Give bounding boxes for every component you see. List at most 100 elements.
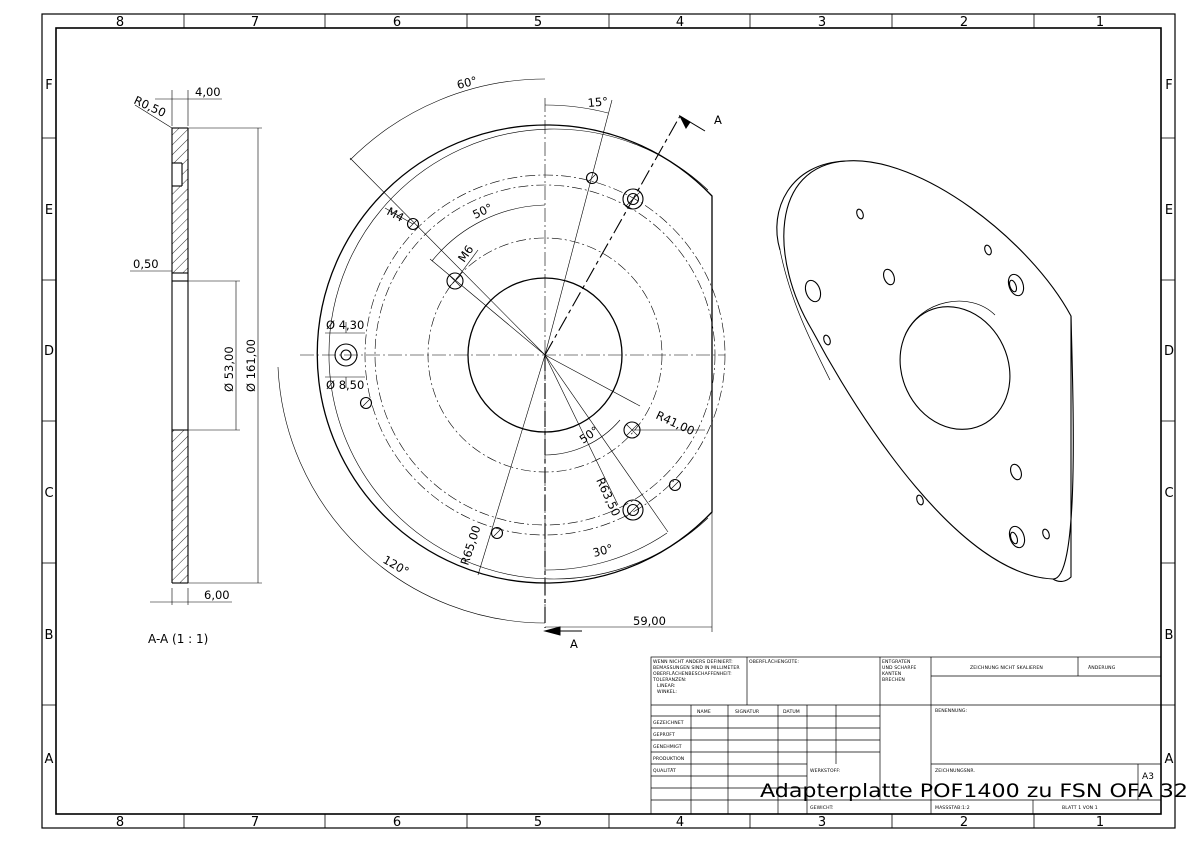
deburr-note: UND SCHARFE — [882, 665, 916, 671]
no-scale-note: ZEICHNUNG NICHT SKALIEREN — [970, 665, 1043, 671]
dim-angle-15: 15° — [587, 94, 609, 110]
scale-value: MASSSTAB:1:2 — [935, 805, 970, 811]
general-note: TOLERANZEN: — [652, 677, 687, 683]
zone-row-label: E — [45, 203, 53, 218]
drawing-title: Adapterplatte POF1400 zu FSN OFA 32 — [760, 780, 1188, 802]
zone-row-label: D — [1164, 344, 1174, 359]
general-note: OBERFLÄCHENBESCHAFFENHEIT: — [653, 670, 732, 677]
deburr-note: KANTEN — [882, 671, 901, 677]
zone-col-label: 4 — [676, 15, 684, 30]
zone-row-label: C — [1164, 486, 1173, 501]
front-view — [277, 78, 726, 636]
sheet-size: A3 — [1142, 772, 1154, 782]
dim-angle-50-top: 50° — [470, 200, 494, 221]
section-view-dimensions: R0,50 4,00 0,50 Ø 53,00 Ø 161,00 6,00 A-… — [132, 85, 258, 646]
zone-col-label: 3 — [818, 15, 826, 30]
surface-finish-label: OBERFLÄCHENGÜTE: — [749, 658, 799, 665]
zone-col-label: 5 — [534, 815, 542, 830]
dim-radius-41: R41,00 — [654, 408, 697, 438]
section-line — [544, 115, 681, 356]
col-date: DATUM — [783, 709, 800, 715]
hole-m4-lower-left — [359, 396, 373, 410]
title-block — [650, 656, 1162, 815]
plate-chamfer — [328, 128, 709, 580]
isometric-view — [776, 160, 1074, 582]
zone-row-label: B — [45, 628, 54, 643]
revision-label: ÄNDERUNG — [1088, 664, 1116, 671]
general-note: WINKEL: — [657, 689, 677, 695]
plate-outline — [316, 124, 713, 584]
zone-col-label: 1 — [1096, 15, 1104, 30]
row-quality: QUALITÄT — [653, 767, 676, 774]
iso-holes — [804, 208, 1050, 549]
hole-counterbore-left — [334, 343, 358, 367]
hole-m4-right — [668, 478, 682, 492]
dim-thread-m6: M6 — [455, 243, 476, 265]
dim-angle-60: 60° — [455, 73, 478, 92]
zone-col-label: 7 — [251, 15, 259, 30]
row-approved: GENEHMIGT — [653, 744, 682, 750]
zone-row-label: A — [1165, 752, 1174, 767]
designation-label: BENENNUNG: — [935, 708, 968, 714]
zone-col-label: 4 — [676, 815, 684, 830]
dim-outer-diameter: Ø 161,00 — [244, 339, 258, 392]
zone-col-label: 7 — [251, 815, 259, 830]
dim-hole-4-30: Ø 4,30 — [326, 318, 364, 332]
zone-col-label: 8 — [116, 15, 124, 30]
zone-row-label: F — [1165, 78, 1172, 93]
deburr-note: ENTGRATEN — [882, 659, 911, 665]
zone-col-label: 6 — [393, 15, 401, 30]
section-view-label: A-A (1 : 1) — [148, 632, 208, 646]
zone-row-label: C — [44, 486, 53, 501]
hole-m4-top — [585, 171, 599, 185]
zone-col-label: 5 — [534, 15, 542, 30]
dim-step: 0,50 — [133, 257, 159, 271]
col-signature: SIGNATUR — [735, 709, 760, 715]
general-note: BEMASSUNGEN SIND IN MILLIMETER — [653, 665, 740, 671]
dim-inner-diameter: Ø 53,00 — [222, 346, 236, 392]
zone-col-label: 3 — [818, 815, 826, 830]
drawing-frame — [41, 13, 1176, 829]
iso-center-bore — [899, 306, 1011, 430]
weight-label: GEWICHT: — [810, 805, 834, 811]
zone-row-label: E — [1165, 203, 1173, 218]
zone-col-label: 2 — [960, 15, 968, 30]
zone-row-label: F — [45, 78, 52, 93]
col-name: NAME — [697, 709, 711, 715]
dim-angle-30: 30° — [591, 541, 614, 560]
dim-thickness: 4,00 — [195, 85, 221, 99]
section-view — [130, 90, 262, 605]
zone-row-label: D — [44, 344, 54, 359]
iso-plate-front — [783, 160, 1074, 580]
zone-col-label: 1 — [1096, 815, 1104, 830]
hole-m6-bottom-right — [622, 499, 644, 521]
row-drawn: GEZEICHNET — [653, 720, 684, 726]
dim-radius: R0,50 — [132, 93, 168, 120]
section-letter-top: A — [714, 113, 722, 127]
section-hatch — [172, 128, 188, 583]
iso-plate-back — [776, 160, 847, 251]
dim-thread-m4: M4 — [385, 204, 407, 224]
general-note: WENN NICHT ANDERS DEFINIERT: — [653, 659, 733, 665]
section-letter-bottom: A — [570, 637, 578, 651]
zone-col-label: 8 — [116, 815, 124, 830]
dim-width-59: 59,00 — [633, 614, 666, 628]
front-view-dimensions: 60° 15° 50° M4 M6 Ø 4,30 Ø 8,50 R41,00 5… — [326, 73, 722, 651]
dim-angle-120: 120° — [381, 552, 412, 578]
zone-col-label: 2 — [960, 815, 968, 830]
general-note: LINEAR: — [657, 683, 676, 689]
zone-row-label: A — [45, 752, 54, 767]
row-checked: GEPRÜFT — [653, 731, 675, 738]
deburr-note: BRECHEN — [882, 677, 905, 683]
row-production: PRODUKTION — [653, 756, 684, 762]
zone-labels: 8 7 6 5 4 3 2 1 8 7 6 5 4 3 2 1 F E D C … — [44, 15, 1174, 830]
zone-row-label: B — [1165, 628, 1174, 643]
title-block-text: WENN NICHT ANDERS DEFINIERT: BEMASSUNGEN… — [652, 658, 1154, 811]
dim-bottom: 6,00 — [204, 588, 230, 602]
sheet-number: BLATT 1 VON 1 — [1062, 805, 1098, 811]
hole-m6-top-right — [622, 188, 644, 210]
dim-radius-63-50: R63,50 — [593, 475, 623, 518]
dim-hole-8-50: Ø 8,50 — [326, 378, 364, 392]
material-label: WERKSTOFF: — [810, 768, 841, 774]
